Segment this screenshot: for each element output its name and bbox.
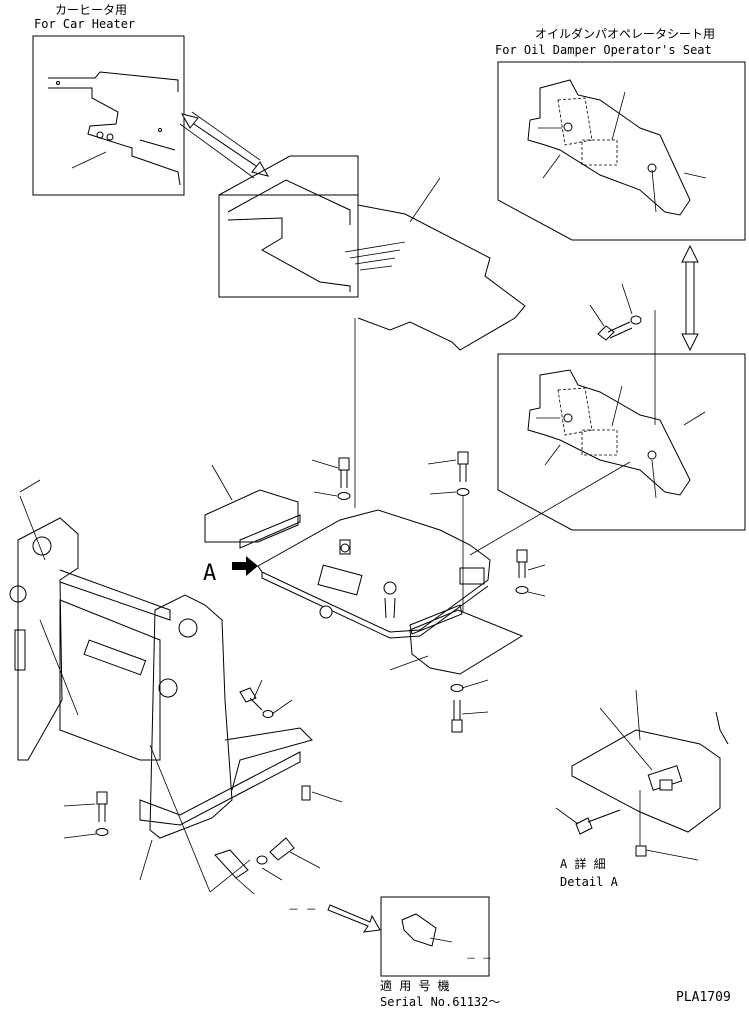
nut-icon (635, 845, 647, 857)
bolt-icon (239, 687, 257, 703)
reference-arrow (327, 904, 381, 933)
car-heater-label-en: For Car Heater (34, 17, 135, 31)
leader-line (409, 177, 441, 223)
leader-line (211, 464, 233, 501)
serial-label-jp: 適 用 号 機 (380, 978, 450, 993)
floor-plate (257, 509, 491, 639)
serial-inset: － － － － 適 用 号 機 Serial No.61132～ (288, 896, 500, 1009)
view-a-label: A (203, 561, 216, 586)
washer-icon (515, 586, 529, 594)
bolt-icon (575, 817, 593, 835)
washer-icon (256, 855, 268, 865)
leader-line (71, 151, 107, 169)
bracket-detail (401, 913, 437, 947)
dash-mark-right: － － (466, 954, 492, 965)
car-heater-floor-plate (48, 71, 181, 186)
view-arrow-icon (232, 556, 258, 576)
frame-bolts (63, 679, 343, 895)
bolt-washer-upper-right (589, 283, 642, 341)
detail-a: A 詳 細 Detail A (555, 689, 729, 889)
oil-damper-top-frame (497, 61, 746, 241)
floor-mat-inset-frame (218, 194, 359, 298)
washer-icon (337, 492, 351, 500)
washer-icon (630, 315, 642, 325)
bolt-icon (269, 837, 295, 861)
left-cover (204, 464, 301, 549)
detail-a-label-en: Detail A (560, 875, 619, 889)
bolt-icon (451, 719, 463, 733)
detail-a-label-jp: A 詳 細 (560, 856, 606, 871)
oil-damper-label-en: For Oil Damper Operator's Seat (495, 43, 712, 57)
leader-line (611, 91, 626, 141)
oil-damper-link-arrow (681, 244, 699, 352)
leader-line (389, 655, 429, 671)
hole (106, 133, 114, 141)
view-a-indicator: A (203, 556, 258, 586)
right-cover (389, 604, 524, 675)
washer-icon (262, 710, 274, 718)
floor-mat (218, 155, 526, 508)
washer-icon (456, 488, 470, 496)
leader-line (19, 479, 41, 493)
floor-plate-bolts (311, 451, 546, 733)
car-heater-frame (32, 35, 185, 196)
car-heater-link-arrow (179, 111, 270, 179)
car-heater-inset: カーヒータ用 For Car Heater (32, 3, 185, 196)
oil-damper-label-jp: オイルダンパオペレータシート用 (535, 26, 715, 41)
main-frame (9, 479, 313, 893)
dash-mark-left: － － (288, 903, 317, 916)
bolt-icon (96, 791, 108, 805)
hole (96, 131, 104, 139)
bolt-icon (597, 325, 615, 341)
serial-label-en: Serial No.61132～ (380, 995, 500, 1009)
clip-icon (301, 785, 311, 801)
serial-inset-frame (380, 896, 490, 977)
oil-damper-inset-bottom (469, 310, 746, 556)
bracket-icon (214, 849, 249, 879)
bolt-icon (338, 457, 350, 471)
bolt-icon (457, 451, 469, 465)
drawing-code: PLA1709 (676, 990, 731, 1005)
oil-damper-bottom-frame (497, 353, 746, 531)
car-heater-label-jp: カーヒータ用 (55, 3, 127, 17)
washer-icon (450, 684, 464, 692)
leader-line (611, 385, 623, 427)
bolt-icon (516, 549, 528, 563)
washer-icon (95, 828, 109, 836)
oil-damper-inset-top: オイルダンパオペレータシート用 For Oil Damper Operator'… (495, 26, 746, 241)
